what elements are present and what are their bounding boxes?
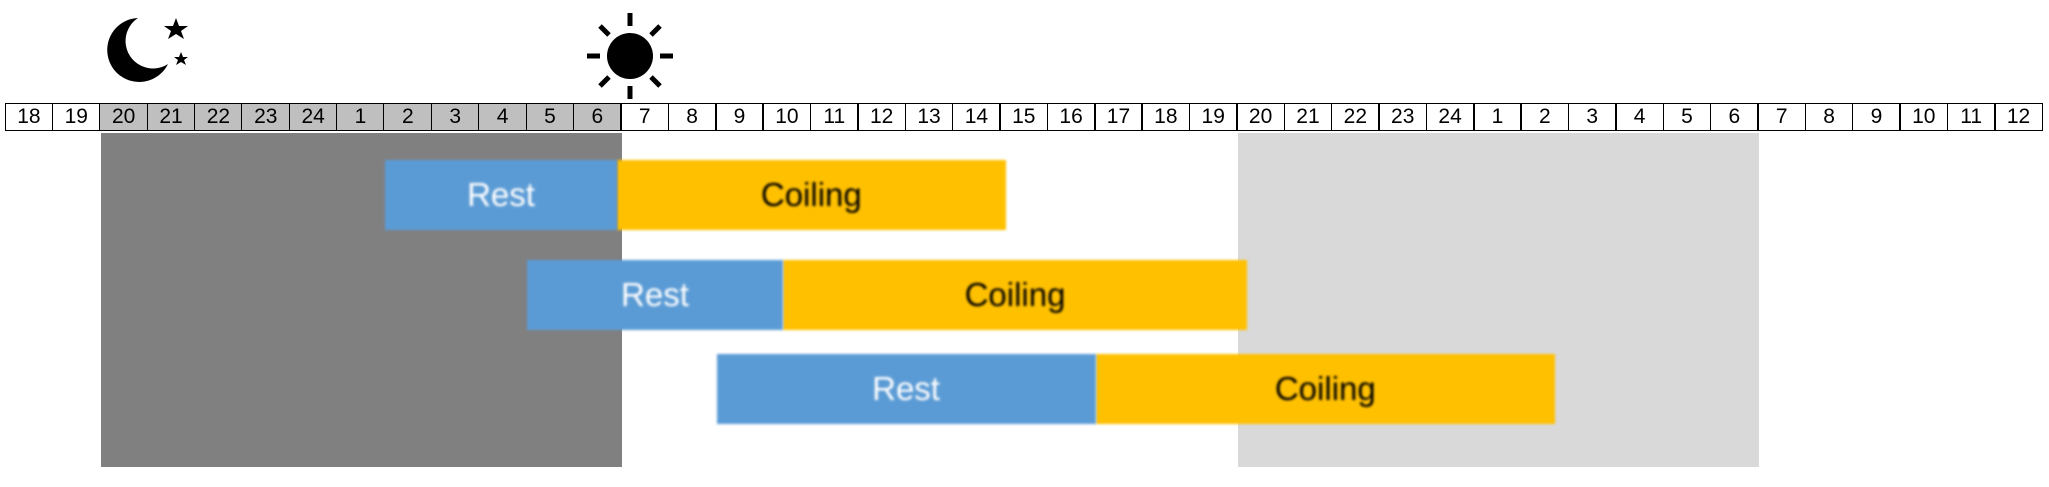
hour-cell: 18 [1141, 103, 1191, 131]
hour-cell: 5 [1662, 103, 1712, 131]
hour-cell: 19 [51, 103, 101, 131]
hour-cell: 24 [1425, 103, 1475, 131]
hour-cell: 20 [99, 103, 149, 131]
rest-bar: Rest [384, 160, 618, 230]
rest-bar: Rest [527, 260, 783, 330]
hour-cell: 23 [1378, 103, 1428, 131]
hour-cell: 21 [1283, 103, 1333, 131]
hour-cell: 11 [809, 103, 859, 131]
hour-cell: 6 [572, 103, 622, 131]
hour-cell: 12 [1994, 103, 2043, 131]
hour-cell: 2 [1520, 103, 1570, 131]
hour-cell: 24 [288, 103, 338, 131]
hour-cell: 10 [762, 103, 812, 131]
hour-cell: 5 [525, 103, 575, 131]
hour-cell: 3 [430, 103, 480, 131]
hour-cell: 18 [4, 103, 54, 131]
hour-cell: 9 [715, 103, 764, 131]
coiling-bar: Coiling [1095, 354, 1556, 424]
hour-cell: 8 [667, 103, 717, 131]
hour-cell: 7 [620, 103, 670, 131]
coiling-bar: Coiling [617, 160, 1006, 230]
hour-cell: 1 [1473, 103, 1522, 131]
hour-cell: 4 [1615, 103, 1664, 131]
hour-cell: 22 [1330, 103, 1380, 131]
moon-and-stars-icon [107, 18, 188, 82]
hour-cell: 10 [1899, 103, 1949, 131]
hour-cell: 17 [1094, 103, 1143, 131]
hour-cell: 9 [1852, 103, 1901, 131]
hour-cell: 16 [1046, 103, 1096, 131]
coiling-bar: Coiling [782, 260, 1248, 330]
hour-cell: 23 [241, 103, 291, 131]
hour-cell: 6 [1709, 103, 1759, 131]
hour-cell: 15 [999, 103, 1049, 131]
sun-icon [587, 13, 673, 99]
hour-cell: 20 [1236, 103, 1286, 131]
hour-cell: 22 [193, 103, 243, 131]
hour-cell: 21 [146, 103, 196, 131]
hour-cell: 12 [857, 103, 907, 131]
hour-cell: 14 [951, 103, 1001, 131]
hour-cell: 13 [904, 103, 954, 131]
hour-cell: 3 [1567, 103, 1617, 131]
hour-cell: 7 [1757, 103, 1807, 131]
hour-cell: 2 [383, 103, 433, 131]
hour-cell: 11 [1946, 103, 1996, 131]
hour-cell: 19 [1188, 103, 1238, 131]
rest-bar: Rest [716, 354, 1096, 424]
hour-cell: 1 [336, 103, 385, 131]
hour-cell: 4 [478, 103, 528, 131]
hour-cell: 8 [1804, 103, 1854, 131]
